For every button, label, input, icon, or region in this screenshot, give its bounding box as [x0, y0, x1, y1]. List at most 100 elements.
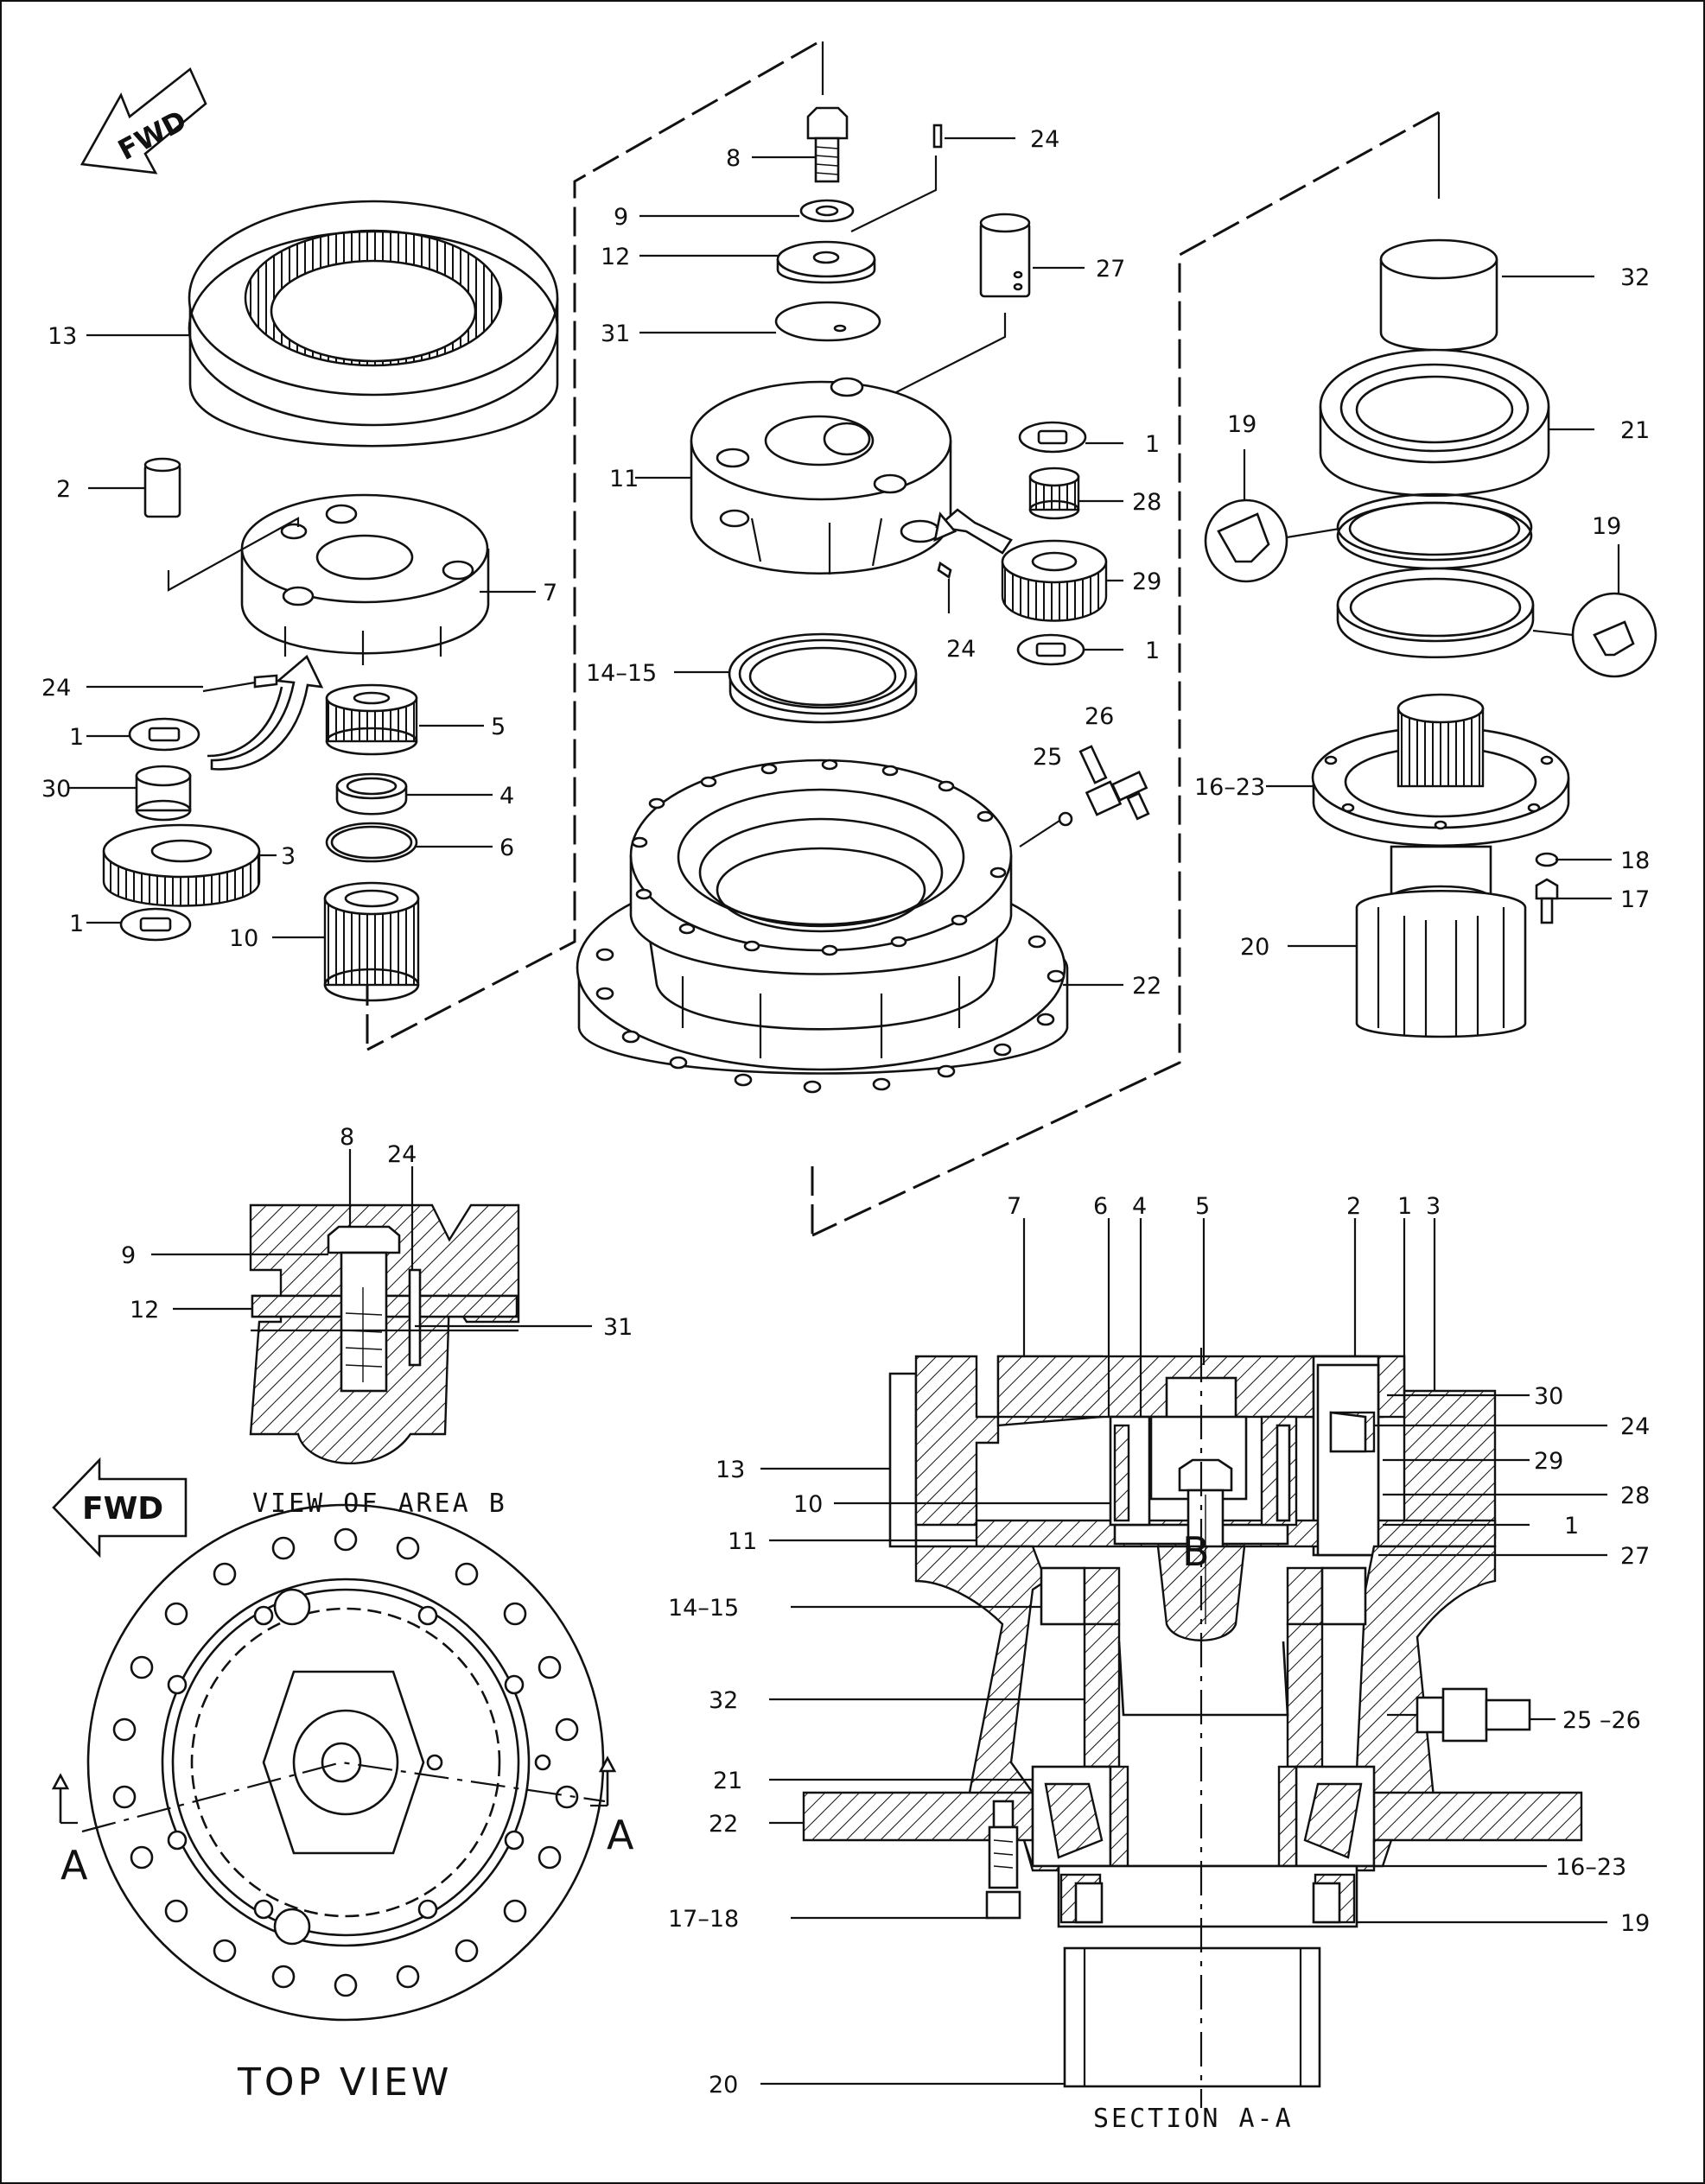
callout-11: 11 [609, 466, 639, 492]
callout-s-19: 19 [1620, 1910, 1650, 1937]
seal-19-lower [1336, 544, 1657, 678]
callout-26: 26 [1085, 703, 1114, 730]
callout-5: 5 [491, 714, 506, 740]
section-marker-a-right: A [607, 1812, 634, 1858]
housing-22 [576, 759, 1069, 1094]
callout-2: 2 [56, 476, 71, 503]
carrier-7 [240, 493, 490, 665]
needle-bearing-28 [1028, 467, 1080, 520]
callout-8: 8 [726, 145, 741, 172]
section-a-a-caption: SECTION A-A [1093, 2104, 1294, 2134]
callout-s-30: 30 [1534, 1383, 1563, 1410]
section-marker-a-left: A [60, 1842, 88, 1889]
planet-gear-3 [102, 823, 261, 907]
callout-labels: 13 2 7 24 1 30 5 4 3 6 1 10 8 24 9 12 31… [41, 126, 1650, 2134]
callout-28: 28 [1132, 489, 1161, 516]
callout-s-7: 7 [1007, 1193, 1021, 1220]
snap-ring-6 [325, 822, 418, 863]
callout-s-4: 4 [1132, 1193, 1147, 1220]
callout-30: 30 [41, 776, 71, 803]
pin-24-left [202, 674, 278, 693]
pin-24-top [850, 124, 1015, 232]
group-outlines [366, 41, 1441, 1237]
bearing-14-15 [728, 632, 918, 724]
callout-18: 18 [1620, 848, 1650, 874]
callout-24-center: 24 [946, 636, 976, 663]
callout-s-1-top: 1 [1397, 1193, 1412, 1220]
callout-s-24: 24 [1620, 1413, 1650, 1440]
sun-gear-5 [325, 683, 418, 756]
washer-18 [1535, 852, 1559, 867]
callout-s-20: 20 [709, 2072, 738, 2098]
callout-1-b: 1 [69, 911, 84, 937]
top-view-caption: TOP VIEW [237, 2060, 452, 2105]
pinion-gear-20 [1355, 889, 1527, 1038]
callout-b-8: 8 [340, 1124, 354, 1151]
callout-s-28: 28 [1620, 1482, 1650, 1509]
callout-s-1: 1 [1564, 1513, 1579, 1540]
thrust-washer-1-upper [128, 717, 200, 752]
pin-24-center [937, 561, 952, 613]
thrust-washer-1-right-lower [1016, 633, 1085, 666]
washer-4 [335, 772, 408, 816]
top-view [51, 1503, 617, 2022]
callout-7: 7 [543, 580, 557, 606]
carrier-11 [690, 377, 952, 575]
shim-31 [774, 301, 881, 342]
pin-2 [143, 457, 300, 592]
area-b-marker: B [1182, 1528, 1210, 1575]
callout-s-21: 21 [713, 1768, 742, 1794]
pin-27 [893, 213, 1031, 406]
callout-32: 32 [1620, 264, 1650, 291]
callout-9: 9 [614, 204, 628, 231]
callout-s-13: 13 [716, 1457, 745, 1483]
callout-s-16-23: 16–23 [1555, 1854, 1626, 1881]
callout-s-2: 2 [1346, 1193, 1361, 1220]
callout-b-12: 12 [130, 1297, 159, 1324]
lock-plate-12 [776, 240, 876, 284]
callout-19-b: 19 [1592, 513, 1621, 540]
callout-27: 27 [1096, 256, 1125, 283]
thrust-washer-1-lower [119, 907, 192, 942]
callout-b-31: 31 [603, 1314, 633, 1341]
callout-29: 29 [1132, 568, 1161, 595]
fitting-25-26 [1019, 745, 1150, 848]
planet-gear-29 [1001, 539, 1108, 622]
callout-21: 21 [1620, 417, 1650, 444]
callout-20: 20 [1240, 934, 1269, 961]
sleeve-32 [1379, 238, 1498, 352]
callout-s-27: 27 [1620, 1543, 1650, 1570]
callout-1-a: 1 [69, 724, 84, 751]
callout-17: 17 [1620, 886, 1650, 913]
callout-19-a: 19 [1227, 411, 1256, 438]
ring-gear-13 [188, 200, 559, 448]
callout-s-17-18: 17–18 [668, 1906, 739, 1933]
leader-lines [69, 156, 1612, 2086]
callout-s-25-26: 25 –26 [1562, 1707, 1641, 1734]
callout-s-32: 32 [709, 1687, 738, 1714]
callout-s-22: 22 [709, 1811, 738, 1838]
fwd-arrow-top: FWD [80, 67, 207, 175]
callout-1-d: 1 [1145, 638, 1160, 664]
callout-s-29: 29 [1534, 1448, 1563, 1475]
bearing-21 [1319, 348, 1550, 498]
callout-6: 6 [499, 835, 514, 861]
fwd-label-mid: FWD [82, 1491, 163, 1527]
pinion-shaft-16-23 [1311, 693, 1570, 912]
callout-3: 3 [281, 843, 296, 870]
callout-13: 13 [48, 323, 77, 350]
assembly-arrow-left [207, 654, 324, 771]
view-of-area-b-caption: VIEW OF AREA B [252, 1489, 507, 1519]
callout-10: 10 [229, 925, 258, 952]
callout-b-24: 24 [387, 1141, 417, 1168]
callout-s-10: 10 [793, 1491, 823, 1518]
section-a-a [802, 1348, 1583, 2108]
callout-s-5: 5 [1195, 1193, 1210, 1220]
callout-25: 25 [1033, 744, 1062, 771]
callout-1-c: 1 [1145, 431, 1160, 458]
thrust-washer-1-right-upper [1018, 421, 1087, 454]
callout-s-14-15: 14–15 [668, 1595, 739, 1622]
callout-b-9: 9 [121, 1242, 136, 1269]
bolt-17 [1535, 878, 1559, 924]
